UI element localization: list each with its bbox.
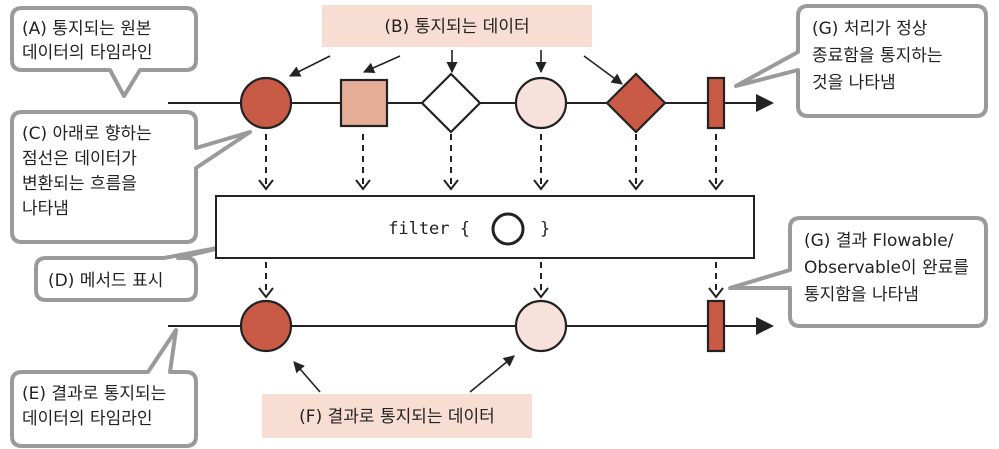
label-b-pointers — [288, 50, 623, 85]
pointer-arrow — [583, 55, 623, 85]
dashed-flow-heads-top — [258, 179, 724, 191]
callout-c: (C) 아래로 향하는 점선은 데이터가 변환되는 흐름을 나타냄 — [10, 110, 252, 244]
dashed-flows-bottom — [265, 262, 717, 292]
callout-g2: (G) 결과 Flowable/ Observable이 완료를 통지함을 나타… — [728, 216, 988, 328]
callout-d-text: (D) 메서드 표시 — [48, 271, 163, 291]
operator-name: filter { — [388, 219, 470, 239]
result-item-circle-dark-red — [239, 299, 293, 353]
callout-a-text: (A) 통지되는 원본 데이터의 타임라인 — [22, 19, 157, 63]
callout-g2-text: (G) 결과 Flowable/ Observable이 완료를 통지함을 나타… — [804, 231, 974, 305]
pointer-arrow — [362, 55, 401, 74]
pointer-arrow — [288, 55, 331, 77]
dashed-flow-heads-bottom — [258, 287, 724, 299]
pointer-arrow — [469, 355, 515, 393]
callout-e-text: (E) 결과로 통지되는 데이터의 타임라인 — [22, 384, 172, 429]
callout-e: (E) 결과로 통지되는 데이터의 타임라인 — [10, 328, 198, 448]
operator-close-brace: } — [540, 219, 550, 239]
callout-g1: (G) 처리가 정상 종료함을 통지하는 것을 나타냄 — [734, 4, 988, 118]
result-completion-marker — [706, 299, 726, 353]
label-b-text: (B) 통지되는 데이터 — [384, 17, 529, 37]
operator-box: filter { } — [215, 195, 755, 259]
callout-a: (A) 통지되는 원본 데이터의 타임라인 — [10, 6, 198, 98]
label-b-bg — [322, 5, 592, 47]
label-f-pointers — [293, 355, 515, 393]
result-item-circle-pink — [514, 299, 568, 353]
callout-c-text: (C) 아래로 향하는 점선은 데이터가 변환되는 흐름을 나타냄 — [22, 124, 157, 219]
operator-circle-symbol — [491, 212, 525, 246]
result-timeline-arrowhead — [756, 317, 774, 335]
pointer-arrow — [293, 361, 321, 393]
source-items — [239, 72, 726, 134]
label-f-text: (F) 결과로 통지되는 데이터 — [299, 407, 495, 427]
callout-g1-text: (G) 처리가 정상 종료함을 통지하는 것을 나타냄 — [812, 19, 948, 93]
label-f-bg — [262, 394, 532, 438]
source-item-diamond-dark-red — [605, 72, 667, 134]
source-item-circle-pink — [514, 76, 568, 130]
source-completion-marker — [706, 76, 726, 130]
result-items — [239, 299, 726, 353]
source-item-circle-dark-red — [239, 76, 293, 130]
operator-box-rect — [215, 195, 755, 259]
label-b: (B) 통지되는 데이터 — [322, 5, 592, 47]
source-timeline-arrowhead — [756, 94, 774, 112]
dashed-flows-top — [265, 134, 717, 184]
callout-d: (D) 메서드 표시 — [34, 244, 230, 302]
source-item-square-salmon — [339, 78, 389, 128]
label-f: (F) 결과로 통지되는 데이터 — [262, 394, 532, 438]
source-item-diamond-white — [420, 72, 482, 134]
